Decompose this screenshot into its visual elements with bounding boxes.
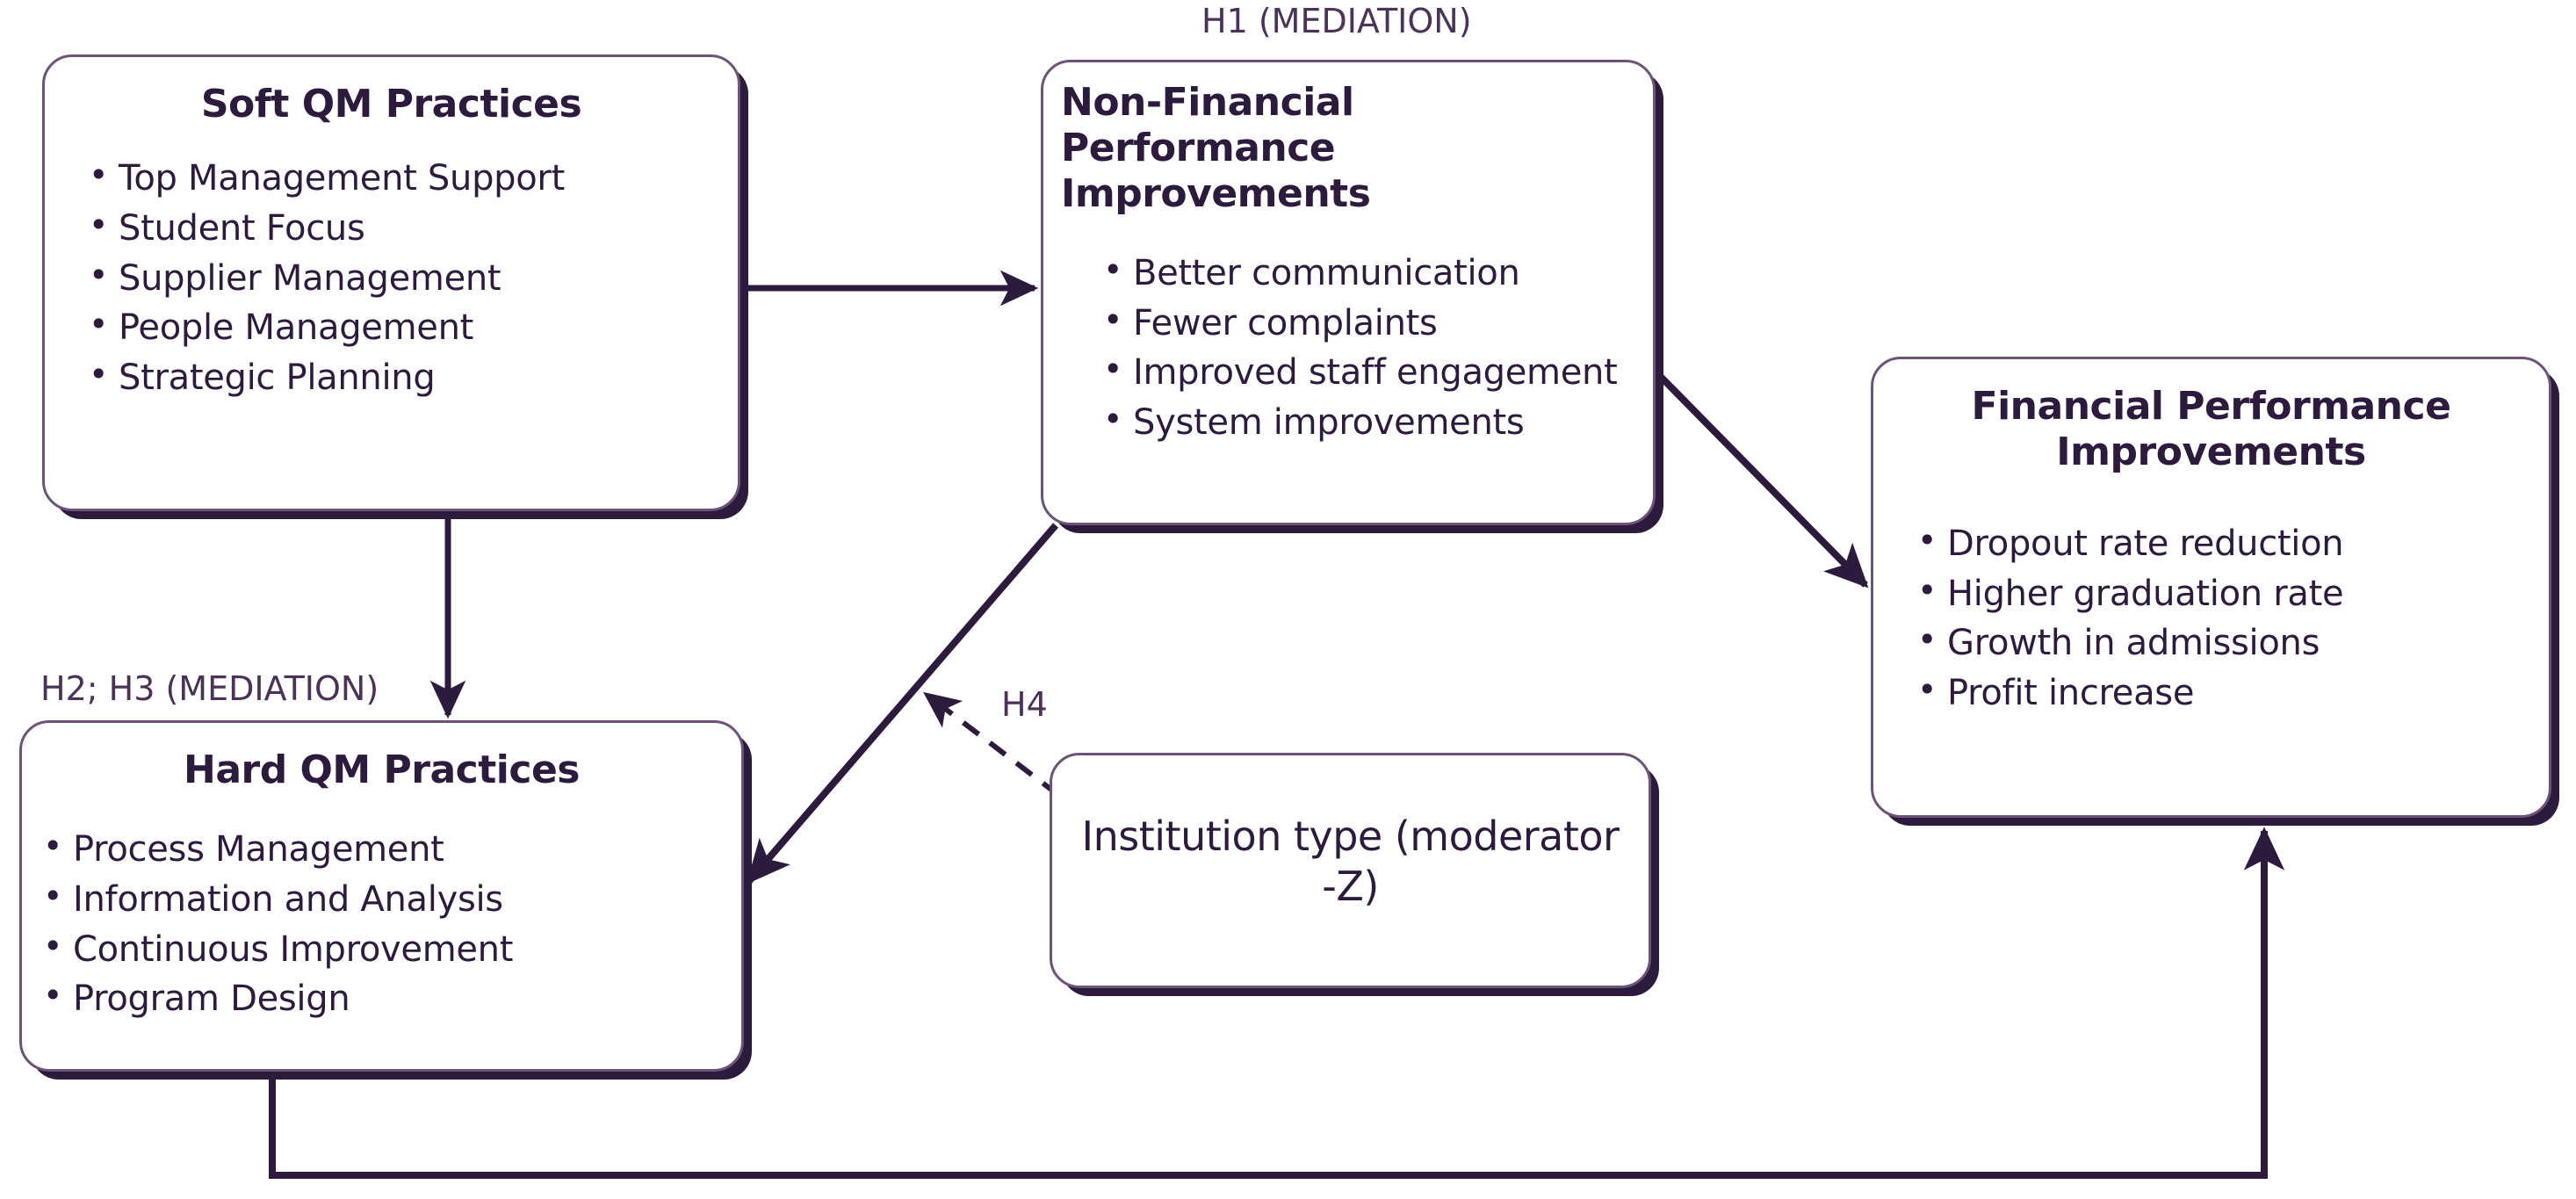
node-soft-qm-title: Soft QM Practices xyxy=(200,82,582,126)
node-institution-type-moderator[interactable]: Institution type (moderator -Z) xyxy=(1050,753,1651,988)
list-item: Information and Analysis xyxy=(43,873,724,925)
node-financial-list: Dropout rate reduction Higher graduation… xyxy=(1891,517,2531,719)
node-financial-title: Financial Performance Improvements xyxy=(1971,384,2451,474)
node-non-financial-title: Non-Financial Performance Improvements xyxy=(1061,80,1371,216)
edge-nonfinancial-to-financial xyxy=(1657,373,1869,589)
node-institution-title: Institution type (moderator -Z) xyxy=(1081,813,1620,911)
node-financial-performance[interactable]: Financial Performance Improvements Dropo… xyxy=(1871,357,2551,818)
list-item: Continuous Improvement xyxy=(43,923,724,975)
node-soft-qm-list: Top Management Support Student Focus Sup… xyxy=(62,152,720,403)
list-item: Strategic Planning xyxy=(89,351,720,403)
node-hard-qm-title: Hard QM Practices xyxy=(184,748,581,792)
node-non-financial-list: Better communication Fewer complaints Im… xyxy=(1061,247,1635,448)
list-item: Supplier Management xyxy=(89,252,720,304)
node-soft-qm-practices[interactable]: Soft QM Practices Top Management Support… xyxy=(42,54,740,511)
list-item: Process Management xyxy=(43,823,724,875)
list-item: Dropout rate reduction xyxy=(1917,517,2531,569)
node-hard-qm-list: Process Management Information and Analy… xyxy=(40,823,724,1024)
list-item: Fewer complaints xyxy=(1103,297,1635,349)
list-item: Better communication xyxy=(1103,247,1635,299)
hypothesis-label-h1: H1 (MEDIATION) xyxy=(1201,2,1472,40)
list-item: System improvements xyxy=(1103,396,1635,448)
list-item: Top Management Support xyxy=(89,152,720,204)
node-non-financial-performance[interactable]: Non-Financial Performance Improvements B… xyxy=(1041,60,1656,525)
node-hard-qm-practices[interactable]: Hard QM Practices Process Management Inf… xyxy=(19,720,744,1072)
list-item: Improved staff engagement xyxy=(1103,346,1635,398)
hypothesis-label-h4: H4 xyxy=(1001,685,1048,724)
hypothesis-label-h2-h3: H2; H3 (MEDIATION) xyxy=(40,669,379,708)
list-item: People Management xyxy=(89,301,720,353)
list-item: Higher graduation rate xyxy=(1917,567,2531,619)
list-item: Program Design xyxy=(43,972,724,1024)
list-item: Profit increase xyxy=(1917,667,2531,719)
list-item: Student Focus xyxy=(89,202,720,254)
list-item: Growth in admissions xyxy=(1917,617,2531,668)
